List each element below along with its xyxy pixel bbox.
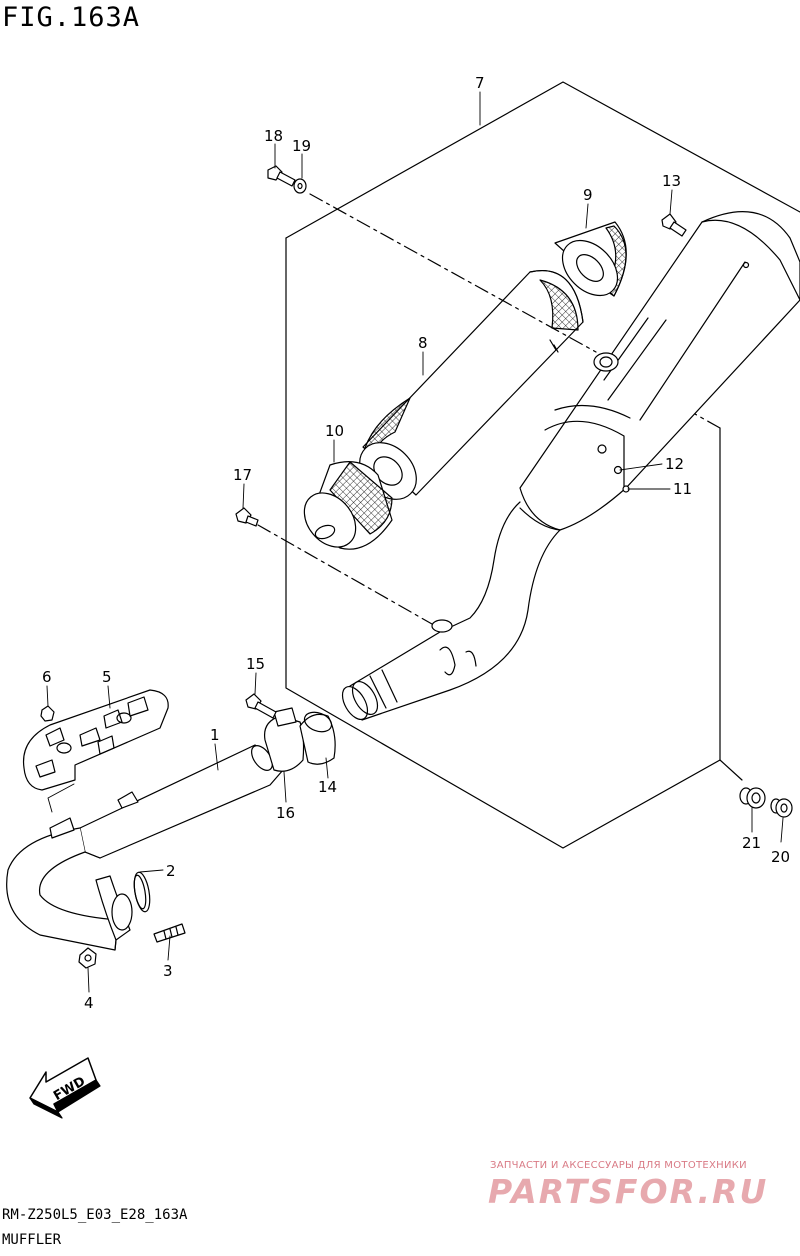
figure-code: RM-Z250L5_E03_E28_163A [2, 1207, 188, 1223]
callout-21: 21 [742, 834, 761, 852]
callout-16: 16 [276, 804, 295, 822]
callout-6: 6 [42, 668, 52, 686]
front-cap [303, 461, 393, 550]
heat-guard [22, 689, 169, 791]
nut-6 [40, 705, 55, 722]
collar-20 [770, 798, 793, 818]
callout-2: 2 [166, 862, 176, 880]
callout-5: 5 [102, 668, 112, 686]
watermark-tagline: ЗАПЧАСТИ И АКСЕССУАРЫ ДЛЯ МОТОТЕХНИКИ [490, 1160, 747, 1171]
exhaust-header-pipe [6, 744, 285, 951]
leader-lines [46, 91, 784, 993]
callout-15: 15 [246, 655, 265, 673]
bolt-17 [235, 507, 259, 527]
callout-4: 4 [84, 994, 94, 1012]
callout-10: 10 [325, 422, 344, 440]
callout-14: 14 [318, 778, 337, 796]
watermark-logo: PARTSFOR.RU [488, 1172, 769, 1211]
clamp-and-bushing [263, 707, 336, 772]
figure-name: MUFFLER [2, 1232, 62, 1248]
callout-11: 11 [673, 480, 692, 498]
small-parts-front [40, 705, 186, 969]
bolt-15 [245, 693, 277, 719]
callout-8: 8 [418, 334, 428, 352]
callout-9: 9 [583, 186, 593, 204]
callout-17: 17 [233, 466, 252, 484]
callout-19: 19 [292, 137, 311, 155]
callout-12: 12 [665, 455, 684, 473]
callout-18: 18 [264, 127, 283, 145]
assembly-lines [257, 193, 743, 781]
assembly-frame [285, 81, 800, 849]
muffler-body [519, 211, 800, 531]
figure-title: FIG.163A [2, 2, 141, 33]
callout-labels: 7 9 8 10 18 19 13 17 15 6 5 1 14 16 2 3 … [42, 74, 790, 1012]
callout-1: 1 [210, 726, 220, 744]
callout-3: 3 [163, 962, 173, 980]
washer-19 [293, 178, 307, 194]
end-cap [554, 221, 627, 297]
grommet-21 [739, 787, 766, 809]
bolt-18 [267, 165, 296, 187]
callout-7: 7 [475, 74, 485, 92]
forward-direction-arrow: FWD [29, 1057, 101, 1119]
nut-4 [78, 947, 97, 969]
stud-3 [153, 923, 186, 943]
fasteners [235, 165, 793, 818]
callout-20: 20 [771, 848, 790, 866]
bolt-13 [661, 213, 687, 237]
muffler-inlet-pipe [341, 501, 561, 721]
callout-13: 13 [662, 172, 681, 190]
